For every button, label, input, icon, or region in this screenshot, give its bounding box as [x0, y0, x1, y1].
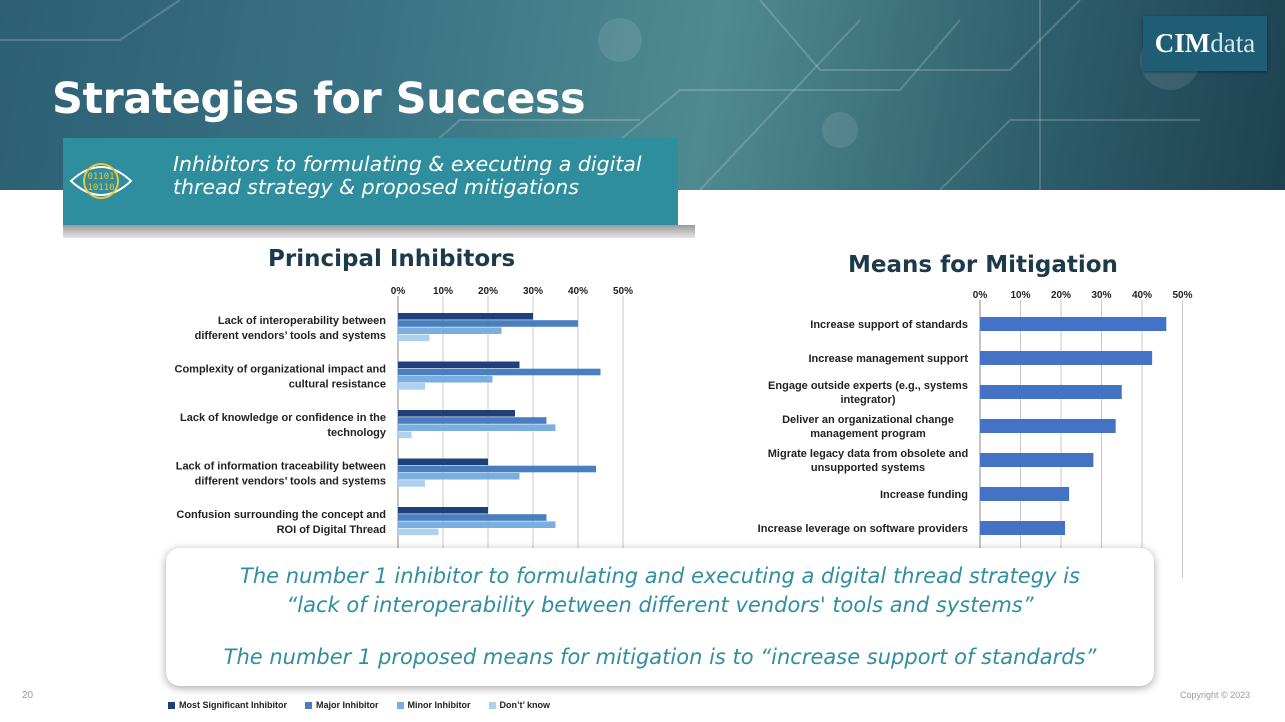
inhibitors-bar	[398, 383, 425, 390]
mitigation-category-label: unsupported systems	[811, 462, 925, 474]
inhibitors-bar	[398, 431, 412, 439]
inhibitors-x-tick-label: 30%	[523, 286, 543, 297]
inhibitors-bar	[398, 480, 425, 487]
inhibitors-bar	[398, 313, 533, 320]
legend-label: Don’t’ know	[499, 700, 551, 710]
inhibitors-category-label: Lack of interoperability between	[218, 315, 386, 327]
mitigation-x-tick-label: 20%	[1051, 290, 1071, 301]
inhibitors-bar	[398, 368, 601, 376]
logo-secondary: data	[1210, 28, 1256, 58]
legend-label: Major Inhibitor	[316, 700, 379, 710]
icon-binary-line2: 10110	[87, 183, 114, 193]
legend-label: Most Significant Inhibitor	[179, 700, 287, 710]
inhibitors-bar	[398, 507, 488, 514]
inhibitors-bar	[398, 472, 520, 480]
legend-item: Major Inhibitor	[305, 700, 379, 710]
inhibitors-category-label: different vendors’ tools and systems	[195, 330, 386, 342]
mitigation-bar	[980, 385, 1122, 399]
inhibitors-category-label: technology	[327, 427, 387, 439]
subtitle-shadow	[63, 225, 695, 238]
inhibitors-bar	[398, 417, 547, 424]
mitigation-bar	[980, 317, 1167, 331]
inhibitors-bar	[398, 458, 488, 466]
subtitle: Inhibitors to formulating & executing a …	[173, 152, 642, 199]
inhibitors-category-label: Complexity of organizational impact and	[175, 363, 386, 375]
inhibitors-bar	[398, 521, 556, 528]
page-title: Strategies for Success	[52, 74, 586, 124]
copyright-notice: Copyright © 2023	[1180, 690, 1251, 700]
legend-swatch	[396, 701, 404, 709]
inhibitors-x-tick-label: 50%	[613, 286, 633, 297]
inhibitors-bar	[398, 320, 578, 327]
mitigation-x-tick-label: 10%	[1010, 290, 1030, 301]
mitigation-bar	[980, 521, 1066, 535]
legend-swatch	[168, 701, 175, 709]
legend-swatch	[488, 701, 496, 709]
inhibitors-bar	[398, 465, 596, 473]
inhibitors-bar	[398, 334, 430, 342]
legend-label: Minor Inhibitor	[407, 700, 471, 710]
inhibitors-bar	[398, 528, 439, 536]
legend-swatch	[305, 701, 312, 709]
inhibitors-category-label: Lack of knowledge or confidence in the	[180, 412, 386, 424]
callout-line-3: The number 1 proposed means for mitigati…	[223, 645, 1097, 669]
inhibitors-x-tick-label: 0%	[391, 286, 406, 297]
page-number: 20	[22, 690, 34, 701]
mitigation-x-tick-label: 40%	[1132, 290, 1152, 301]
legend-item: Don’t’ know	[488, 700, 551, 710]
inhibitors-category-label: Lack of information traceability between	[176, 460, 387, 472]
inhibitors-bar	[398, 361, 520, 369]
logo-primary: CIM	[1154, 28, 1211, 58]
inhibitors-category-label: cultural resistance	[289, 378, 386, 390]
mitigation-x-tick-label: 0%	[973, 290, 988, 301]
mitigation-x-tick-label: 30%	[1091, 290, 1111, 301]
mitigation-category-label: Migrate legacy data from obsolete and	[768, 448, 969, 460]
legend-item: Minor Inhibitor	[396, 700, 471, 710]
callout-line-1: The number 1 inhibitor to formulating an…	[240, 564, 1080, 588]
binary-eye-icon: 01101 10110	[69, 163, 133, 199]
mitigation-category-label: Deliver an organizational change	[782, 414, 954, 426]
inhibitors-x-tick-label: 40%	[568, 286, 588, 297]
chart-legend: Most Significant Inhibitor Major Inhibito…	[168, 700, 550, 710]
inhibitors-bar	[398, 410, 515, 417]
mitigation-bar	[980, 351, 1153, 365]
legend-item: Most Significant Inhibitor	[168, 700, 287, 710]
inhibitors-x-tick-label: 20%	[478, 286, 498, 297]
mitigation-category-label: Increase support of standards	[810, 319, 968, 331]
inhibitors-bar	[398, 514, 547, 521]
inhibitors-bar	[398, 424, 556, 431]
mitigation-bar	[980, 453, 1094, 467]
chart-title-inhibitors: Principal Inhibitors	[268, 246, 516, 272]
inhibitors-x-tick-label: 10%	[433, 286, 453, 297]
inhibitors-category-label: Confusion surrounding the concept and	[176, 509, 386, 521]
mitigation-bar	[980, 487, 1070, 501]
callout-line-2: “lack of interoperability between differ…	[286, 593, 1034, 617]
chart-title-mitigation: Means for Mitigation	[848, 252, 1118, 278]
mitigation-x-tick-label: 50%	[1172, 290, 1192, 301]
mitigation-category-label: Increase management support	[808, 353, 968, 365]
mitigation-bar	[980, 419, 1116, 433]
icon-binary-line1: 01101	[87, 172, 114, 182]
inhibitors-category-label: different vendors’ tools and systems	[195, 475, 386, 487]
mitigation-category-label: management program	[810, 428, 926, 440]
inhibitors-category-label: ROI of Digital Thread	[277, 524, 386, 536]
inhibitors-bar	[398, 375, 493, 383]
mitigation-category-label: Increase leverage on software providers	[758, 523, 968, 535]
subtitle-box: 01101 10110 Inhibitors to formulating & …	[63, 138, 678, 225]
key-finding-callout: The number 1 inhibitor to formulating an…	[166, 548, 1154, 686]
mitigation-category-label: Engage outside experts (e.g., systems	[768, 380, 968, 392]
mitigation-category-label: integrator)	[841, 394, 896, 406]
mitigation-category-label: Increase funding	[880, 489, 968, 501]
inhibitors-bar	[398, 327, 502, 334]
